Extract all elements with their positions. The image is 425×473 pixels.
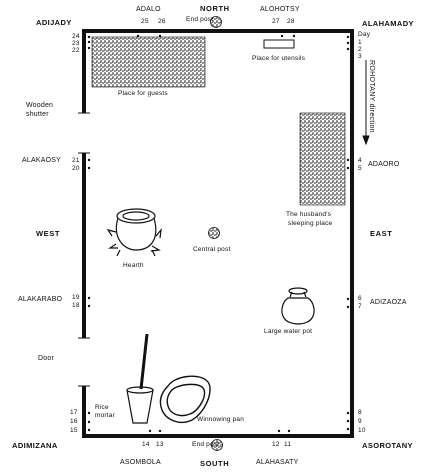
day-number-18: 18 bbox=[72, 302, 80, 309]
label-alohotsy: ALOHOTSY bbox=[260, 6, 300, 13]
day-number-15: 15 bbox=[70, 427, 78, 434]
day-number-28: 28 bbox=[287, 18, 295, 25]
winnowing-pan-drawing bbox=[159, 375, 211, 424]
day-label: Day bbox=[358, 31, 371, 38]
rice-mortar-drawing bbox=[126, 333, 154, 424]
day-tick-marks bbox=[87, 34, 350, 433]
day-number-9: 9 bbox=[358, 418, 362, 425]
label-alakarabo: ALAKARABO bbox=[18, 296, 63, 303]
caption-mortar-line-2: mortar bbox=[95, 412, 115, 419]
label-east: EAST bbox=[370, 229, 393, 238]
caption-shutter-line-2: shutter bbox=[26, 111, 49, 118]
end-post-north bbox=[210, 16, 222, 28]
husbands-sleeping-place-area bbox=[299, 112, 346, 206]
caption-central-post: Central post bbox=[193, 246, 231, 253]
day-number-14: 14 bbox=[142, 441, 150, 448]
caption-large-water-pot: Large water pot bbox=[264, 328, 313, 335]
day-number-1: 1 bbox=[358, 39, 362, 46]
day-number-8: 8 bbox=[358, 409, 362, 416]
day-number-10: 10 bbox=[358, 427, 366, 434]
hearth-drawing bbox=[106, 208, 162, 257]
day-number-5: 5 bbox=[358, 165, 362, 172]
label-alahasaty: ALAHASATY bbox=[256, 459, 299, 466]
caption-place-for-guests: Place for guests bbox=[118, 90, 168, 97]
corner-label-top-left: ADIJADY bbox=[36, 18, 72, 27]
wooden-shutter-opening bbox=[78, 112, 90, 154]
day-number-13: 13 bbox=[156, 441, 164, 448]
day-number-21: 21 bbox=[72, 157, 80, 164]
caption-end-post-top-1: End post bbox=[186, 16, 214, 23]
caption-rice-line-1: Rice bbox=[95, 404, 109, 411]
day-number-24: 24 bbox=[72, 33, 80, 40]
day-number-4: 4 bbox=[358, 157, 362, 164]
large-water-pot-drawing bbox=[281, 287, 315, 325]
day-number-16: 16 bbox=[70, 418, 78, 425]
caption-place-for-utensils: Place for utensils bbox=[252, 55, 306, 62]
label-north: NORTH bbox=[200, 4, 230, 13]
caption-hearth: Hearth bbox=[123, 262, 144, 269]
caption-winnowing-pan: Winnowing pan bbox=[197, 416, 245, 423]
day-number-25: 25 bbox=[141, 18, 149, 25]
house-walls bbox=[82, 29, 354, 438]
corner-label-top-right: ALAHAMADY bbox=[362, 19, 414, 28]
caption-door: Door bbox=[38, 355, 54, 362]
day-number-22: 22 bbox=[72, 47, 80, 54]
day-number-6: 6 bbox=[358, 295, 362, 302]
label-west: WEST bbox=[36, 229, 61, 238]
label-rohotany-direction: ROHOTANY direction bbox=[368, 60, 375, 133]
day-number-11: 11 bbox=[284, 441, 292, 448]
day-number-2: 2 bbox=[358, 46, 362, 53]
day-number-3: 3 bbox=[358, 53, 362, 60]
label-south: SOUTH bbox=[200, 459, 230, 468]
day-number-23: 23 bbox=[72, 40, 80, 47]
label-adizaoza: ADIZAOZA bbox=[370, 299, 407, 306]
caption-husbands-line-1: The husband's bbox=[286, 211, 332, 218]
end-post-south bbox=[211, 439, 223, 451]
day-number-26: 26 bbox=[158, 18, 166, 25]
caption-wooden-line-1: Wooden bbox=[26, 102, 54, 109]
corner-label-bottom-left: ADIMIZANA bbox=[12, 441, 58, 450]
caption-end-post-bottom: End post bbox=[192, 441, 220, 448]
label-alakaosy: ALAKAOSY bbox=[22, 157, 61, 164]
place-for-utensils-shelf bbox=[263, 39, 295, 49]
day-number-12: 12 bbox=[272, 441, 280, 448]
label-asombola: ASOMBOLA bbox=[120, 459, 161, 466]
corner-label-bottom-right: ASOROTANY bbox=[362, 441, 413, 450]
day-number-27: 27 bbox=[272, 18, 280, 25]
label-adalo: ADALO bbox=[136, 6, 161, 13]
caption-sleeping-place-line-2: sleeping place bbox=[288, 220, 333, 227]
rohotany-direction-arrow bbox=[362, 60, 370, 146]
day-number-19: 19 bbox=[72, 294, 80, 301]
day-number-7: 7 bbox=[358, 303, 362, 310]
day-number-20: 20 bbox=[72, 165, 80, 172]
day-number-17: 17 bbox=[70, 409, 78, 416]
label-adaoro: ADAORO bbox=[368, 161, 400, 168]
place-for-guests-area bbox=[91, 36, 206, 88]
door-opening bbox=[78, 337, 90, 387]
central-post bbox=[208, 227, 220, 239]
